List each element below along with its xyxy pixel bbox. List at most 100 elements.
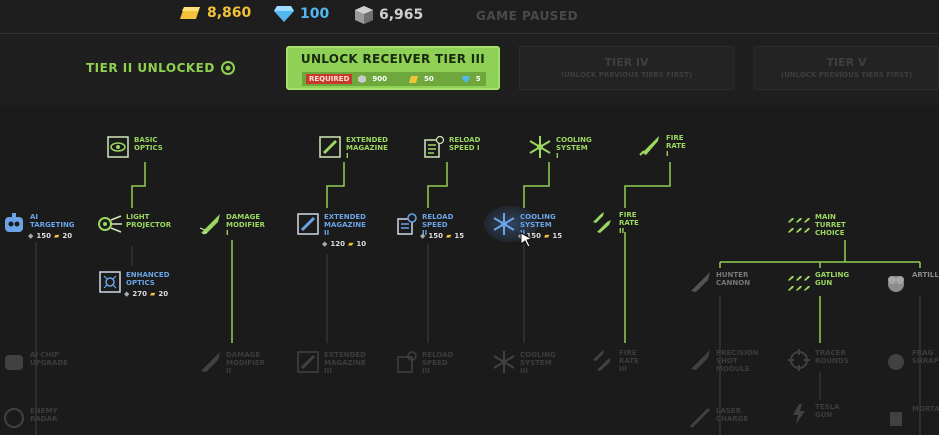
node-label: BASIC OPTICS [134, 136, 163, 152]
node-cost: ◆120▰10 [322, 240, 366, 248]
node-cost: ◆150▰15 [420, 232, 464, 240]
node-label: EXTENDED MAGAZINE I [346, 136, 388, 160]
cost-gold: 15 [454, 232, 465, 240]
bullet-icon [196, 210, 224, 238]
node-label: TRACER ROUNDS [815, 349, 849, 365]
unlock-cost-row: REQUIRED 900 50 5 [302, 72, 486, 86]
radar-icon [0, 404, 28, 432]
unlock-tier-3-button[interactable]: UNLOCK RECEIVER TIER III REQUIRED 900 50… [286, 46, 500, 90]
eye-icon [104, 133, 132, 161]
node-label: AI CHIP UPGRADE [30, 351, 68, 367]
cost-gold: 15 [552, 232, 563, 240]
cost-scrap: 120 [330, 240, 346, 248]
robot-head-icon [0, 348, 28, 376]
node-label: FRAG SHRAPN [912, 349, 939, 365]
node-label: EXTENDED MAGAZINE III [324, 351, 366, 375]
tier-5-locked: TIER V (UNLOCK PREVIOUS TIERS FIRST) [754, 46, 939, 90]
projector-icon [96, 210, 124, 238]
node-label: COOLING SYSTEM I [556, 136, 592, 160]
gold-amount: 8,860 [207, 5, 252, 21]
snowflake-icon [526, 133, 554, 161]
scrap-icon [358, 75, 367, 83]
cost-scrap: 900 [372, 75, 388, 83]
magazine-icon [294, 210, 322, 238]
resource-bar: 8,860 100 6,965 GAME PAUSED [0, 0, 939, 34]
reload-clipboard-icon [392, 348, 420, 376]
cost-scrap: 150 [36, 232, 52, 240]
mortar-icon [882, 402, 910, 430]
scrap-icon: ◆ [322, 240, 328, 248]
node-cost: ◆150▰20 [28, 232, 72, 240]
magazine-icon [316, 133, 344, 161]
node-label: FIRE RATE I [666, 134, 686, 158]
node-label: RELOAD SPEED I [449, 136, 481, 152]
reload-clipboard-icon [419, 133, 447, 161]
node-label: COOLING SYSTEM II [520, 213, 556, 237]
cost-gold: 50 [424, 75, 434, 83]
bullet-icon [196, 348, 224, 376]
scope-icon [96, 268, 124, 296]
explosion-icon [882, 346, 910, 374]
snowflake-icon [490, 348, 518, 376]
scrap-icon: ◆ [124, 290, 130, 298]
reload-clipboard-icon [392, 210, 420, 238]
gold-icon: ▰ [544, 232, 550, 240]
tier-status-label: TIER II UNLOCKED [86, 61, 215, 75]
node-label: DAMAGE MODIFIER II [226, 351, 265, 375]
cost-scrap: 150 [428, 232, 444, 240]
cost-gold: 10 [356, 240, 367, 248]
gold-icon: ▰ [150, 290, 156, 298]
node-label: FIRE RATE III [619, 349, 639, 373]
bullet-icon [636, 131, 664, 159]
robot-head-icon [0, 210, 28, 238]
magazine-icon [294, 348, 322, 376]
diamond-icon [274, 6, 294, 22]
node-label: MORTA [912, 405, 939, 413]
node-label: AI TARGETING [30, 213, 75, 229]
node-label: MAIN TURRET CHOICE [815, 213, 846, 237]
cost-scrap: 270 [132, 290, 148, 298]
node-cost: ◆270▰20 [124, 290, 168, 298]
node-label: EXTENDED MAGAZINE II [324, 213, 366, 237]
bullet-icon [686, 346, 714, 374]
required-badge: REQUIRED [306, 74, 353, 84]
tesla-coil-icon [785, 400, 813, 428]
node-label: DAMAGE MODIFIER I [226, 213, 265, 237]
unlock-tier-3-label: UNLOCK RECEIVER TIER III [300, 52, 486, 66]
scrap-counter: 6,965 [354, 5, 423, 25]
node-label: ARTILL [912, 271, 939, 279]
scrap-amount: 6,965 [379, 7, 424, 23]
gold-icon: ▰ [348, 240, 354, 248]
node-label: ENEMY RADAR [30, 407, 58, 423]
cost-gold: 20 [158, 290, 169, 298]
snowflake-icon [490, 210, 518, 238]
mouse-cursor-icon [520, 232, 534, 248]
node-label: HUNTER CANNON [716, 271, 751, 287]
bullets-cluster-icon [785, 268, 813, 296]
node-label: PRECISION SHOT MODULE [716, 349, 759, 373]
cost-gems: 5 [475, 75, 481, 83]
gold-icon: ▰ [54, 232, 60, 240]
tier-4-locked: TIER IV (UNLOCK PREVIOUS TIERS FIRST) [519, 46, 734, 90]
node-label: RELOAD SPEED II [422, 213, 454, 237]
cost-gold: 20 [62, 232, 73, 240]
explosion-icon [882, 268, 910, 296]
scrap-cube-icon [355, 6, 373, 24]
node-label: ENHANCED OPTICS [126, 271, 170, 287]
double-bullet-icon [589, 346, 617, 374]
node-label: FIRE RATE II [619, 211, 639, 235]
tier-5-label: TIER V [826, 56, 867, 69]
gold-icon [409, 75, 419, 83]
gold-icon: ▰ [446, 232, 452, 240]
node-label: LASER CHARGE [716, 407, 749, 423]
gold-counter: 8,860 [180, 5, 251, 21]
selection-glow [484, 206, 538, 242]
tier-4-sub: (UNLOCK PREVIOUS TIERS FIRST) [560, 71, 693, 79]
tier-status: TIER II UNLOCKED [86, 61, 235, 75]
node-label: RELOAD SPEED III [422, 351, 454, 375]
gem-amount: 100 [300, 6, 330, 22]
crosshair-icon [785, 346, 813, 374]
laser-icon [686, 404, 714, 432]
gold-bar-icon [180, 7, 200, 19]
